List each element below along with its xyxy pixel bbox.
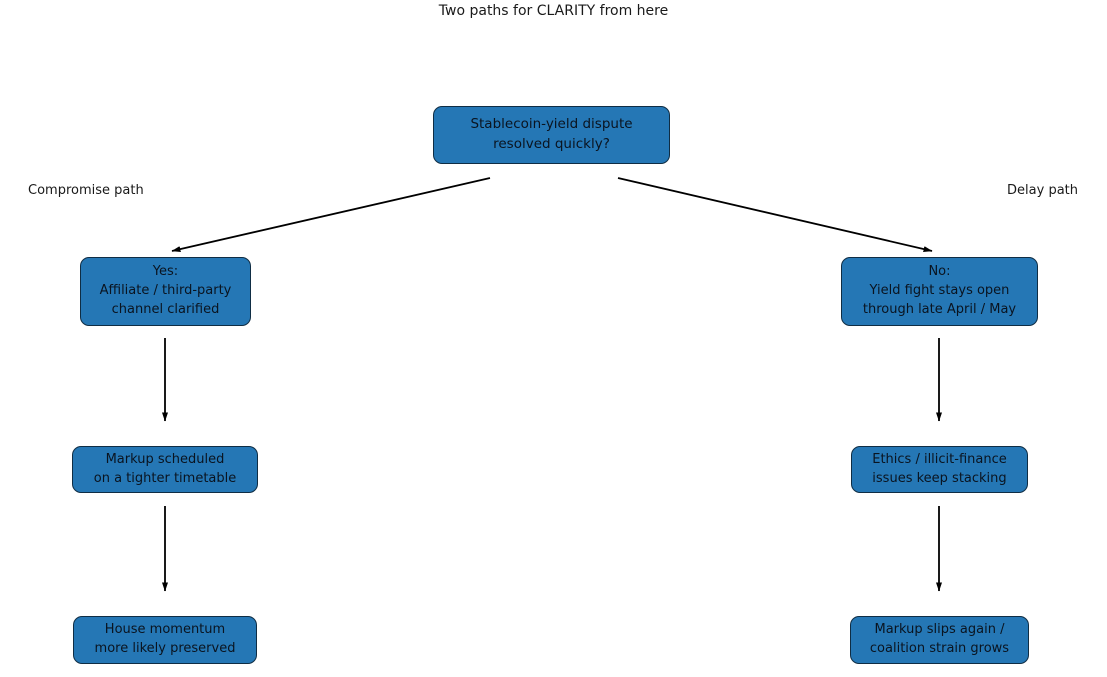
node-markup-scheduled: Markup scheduled on a tighter timetable <box>72 446 258 493</box>
node-no-outcome: No: Yield fight stays open through late … <box>841 257 1038 326</box>
arrow-root-to-yes <box>171 177 491 253</box>
node-root-question: Stablecoin-yield dispute resolved quickl… <box>433 106 670 164</box>
node-markup-slips: Markup slips again / coalition strain gr… <box>850 616 1029 664</box>
arrow-root-to-no <box>617 177 933 252</box>
node-yes-outcome: Yes: Affiliate / third-party channel cla… <box>80 257 251 326</box>
node-house-momentum: House momentum more likely preserved <box>73 616 257 664</box>
branch-label-compromise: Compromise path <box>28 183 144 198</box>
branch-label-delay: Delay path <box>1007 183 1078 198</box>
node-ethics-issues: Ethics / illicit-finance issues keep sta… <box>851 446 1028 493</box>
chart-title: Two paths for CLARITY from here <box>438 3 669 19</box>
